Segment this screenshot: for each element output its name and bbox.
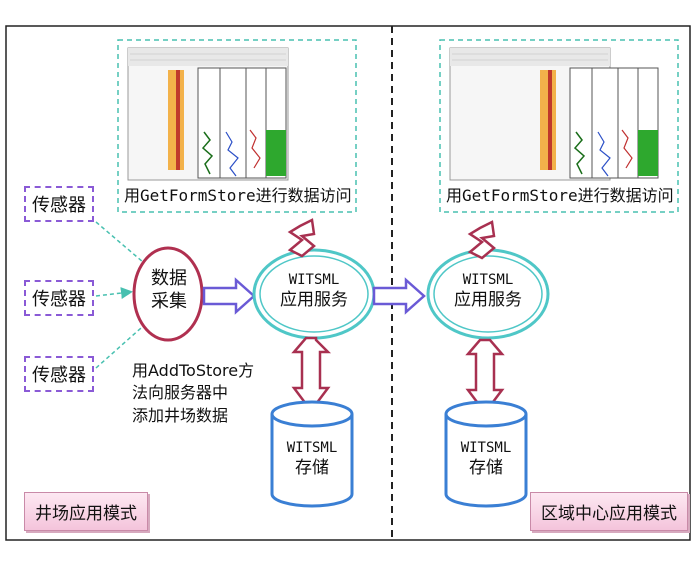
collector-label: 数据 采集 [150,268,188,313]
sensor-link-bottom [95,318,153,369]
right-access-caption: 用GetFormStore进行数据访问 [446,186,674,205]
add-note-line-2: 法向服务器中 [132,383,229,403]
sensor-link-middle [95,287,133,300]
right-service-line-1: WITSML [462,272,514,288]
right-storage-arrow [465,338,505,408]
sensor-label: 传感器 [32,365,86,386]
left-well-log-image [127,47,289,181]
wellsite-mode-badge: 井场应用模式 [24,492,148,531]
add-note-line-3: 添加井场数据 [132,405,229,425]
sensor-box-2: 传感器 [24,280,94,316]
sensor-label: 传感器 [32,195,86,216]
right-access-frame [439,39,679,213]
outer-frame [5,25,691,541]
service-to-service-arrow [372,277,426,315]
left-storage-cylinder [270,400,354,508]
right-storage-line-1: WITSML [460,440,512,456]
left-storage-arrow [291,336,332,406]
left-service-line-1: WITSML [288,272,340,288]
right-well-log-image [449,47,659,181]
collector-to-service-arrow [202,277,256,315]
left-service-label: WITSML 应用服务 [264,272,364,311]
right-storage-line-2: 存储 [469,457,503,478]
regional-mode-badge: 区域中心应用模式 [530,492,688,531]
add-to-store-note: 用AddToStore方 法向服务器中 添加井场数据 [132,360,254,427]
right-access-arrow [467,220,496,260]
sensor-link-top [95,221,153,270]
left-access-arrow [287,218,316,258]
collector-line-1: 数据 [151,268,187,289]
left-service-line-2: 应用服务 [280,289,348,310]
collector-line-2: 采集 [151,290,187,312]
left-storage-line-1: WITSML [286,440,338,456]
right-storage-cylinder [444,400,528,508]
sensor-box-3: 传感器 [24,356,94,392]
right-service-line-2: 应用服务 [454,289,522,310]
collector-ellipse [132,246,204,342]
right-storage-label: WITSML 存储 [446,440,526,479]
sensor-box-1: 传感器 [24,186,94,222]
left-access-caption: 用GetFormStore进行数据访问 [124,186,352,205]
add-note-line-1: 用AddToStore方 [132,361,255,380]
left-storage-line-2: 存储 [295,457,329,478]
right-service-label: WITSML 应用服务 [438,272,538,311]
sensor-label: 传感器 [32,289,86,310]
left-storage-label: WITSML 存储 [272,440,352,479]
left-access-frame [117,39,357,213]
